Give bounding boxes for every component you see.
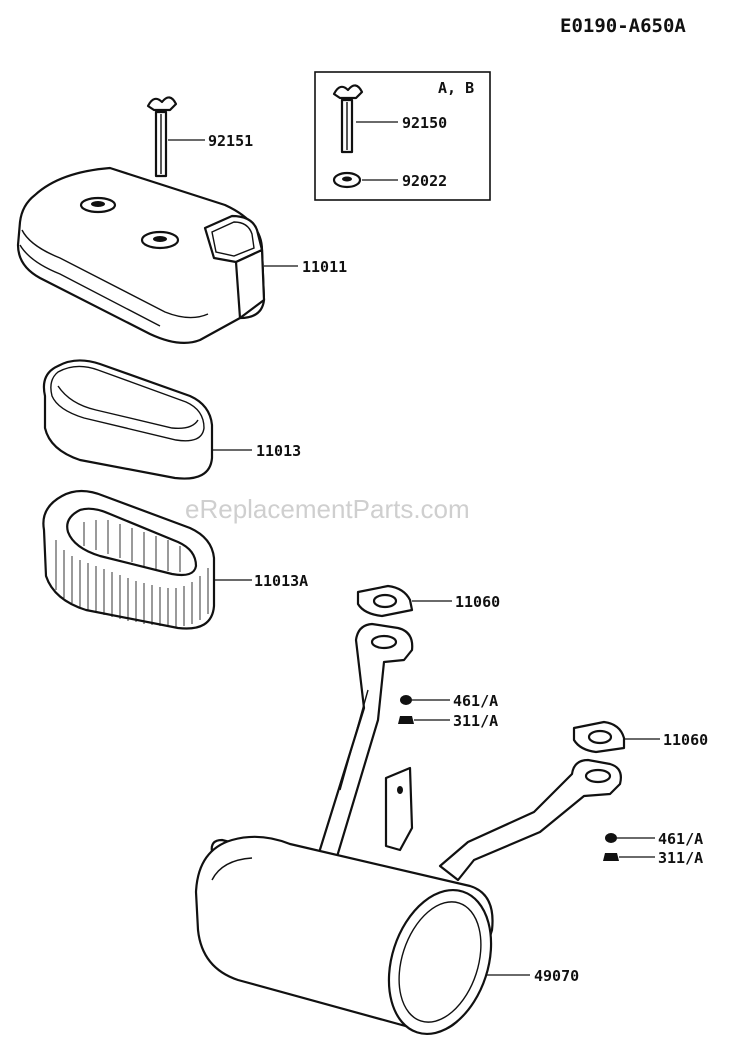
label-311A-upper: 311/A [453, 712, 498, 730]
label-11011: 11011 [302, 258, 347, 276]
wing-bolt-icon [332, 84, 364, 154]
nut-upper-icon [398, 716, 414, 724]
gasket-lower-icon [572, 720, 626, 754]
label-311A-lower: 311/A [658, 849, 703, 867]
exhaust-pipe-lower-icon [438, 758, 622, 882]
muffler-icon [194, 835, 494, 1036]
label-11060-upper: 11060 [455, 593, 500, 611]
wing-nut-bolt-icon [146, 96, 178, 178]
air-cleaner-cover-icon [16, 166, 266, 345]
label-461A-upper: 461/A [453, 692, 498, 710]
spring-washer-lower-icon [605, 833, 617, 843]
inset-label: A, B [438, 79, 474, 97]
exhaust-pipe-upper-icon [316, 622, 414, 862]
label-92150: 92150 [402, 114, 447, 132]
label-49070: 49070 [534, 967, 579, 985]
watermark: eReplacementParts.com [185, 494, 470, 524]
gasket-upper-icon [356, 584, 414, 618]
nut-lower-icon [603, 853, 619, 861]
label-92022: 92022 [402, 172, 447, 190]
label-11013A: 11013A [254, 572, 308, 590]
label-461A-lower: 461/A [658, 830, 703, 848]
label-11060-lower: 11060 [663, 731, 708, 749]
pre-cleaner-icon [42, 359, 214, 480]
label-11013: 11013 [256, 442, 301, 460]
diagram-code: E0190-A650A [560, 15, 686, 37]
washer-icon [332, 171, 362, 189]
label-92151: 92151 [208, 132, 253, 150]
spring-washer-upper-icon [400, 695, 412, 705]
inset-box: A, B [314, 71, 491, 201]
air-filter-element-icon [42, 489, 216, 630]
